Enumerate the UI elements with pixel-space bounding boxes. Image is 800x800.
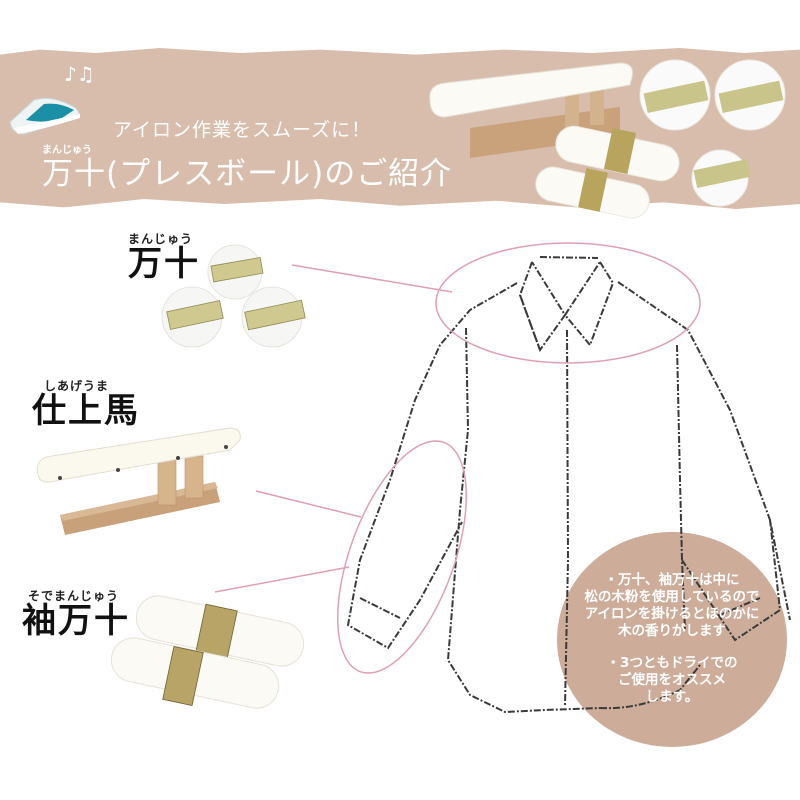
sleeve-highlight-ellipse — [336, 440, 468, 674]
product-label-manju: まんじゅう 万十 — [128, 230, 200, 281]
product-name: 仕上馬 — [32, 391, 140, 431]
product-name: 万十 — [128, 244, 200, 284]
shiageuma-photo — [36, 427, 241, 535]
info-line: 木の香りがします — [618, 623, 726, 639]
banner-title-ruby: まんじゅう — [42, 145, 92, 156]
info-line: ご使用をオススメ — [618, 672, 726, 688]
info-line: 松の木粉を使用しているので — [584, 589, 760, 605]
product-name: 袖万十 — [22, 601, 130, 641]
product-ruby: まんじゅう — [128, 232, 194, 246]
info-paragraph-2: ・3つともドライでの ご使用をオススメ します。 — [557, 655, 787, 706]
banner-subtitle: アイロン作業をスムーズに！ — [113, 119, 372, 141]
info-paragraph-1: ・万十、袖万十は中に 松の木粉を使用しているので アイロンを掛けるとほのかに 木… — [557, 572, 787, 640]
collar-highlight-ellipse — [435, 242, 701, 364]
product-ruby: しあげうま — [44, 379, 110, 393]
connector-line-shiageuma — [255, 490, 362, 518]
product-ruby: そでまんじゅう — [28, 589, 120, 603]
product-label-shiageuma: しあげうま 仕上馬 — [32, 377, 140, 428]
banner-title: 万十(プレスボール)のご紹介 — [42, 156, 453, 192]
product-label-sodemanju: そでまんじゅう 袖万十 — [22, 587, 130, 638]
info-line: ・万十、袖万十は中に — [604, 572, 740, 588]
connector-line-sodemanju — [214, 566, 350, 593]
iron-icon — [9, 97, 81, 135]
info-line: します。 — [645, 689, 699, 705]
info-line: アイロンを掛けるとほのかに — [584, 606, 760, 622]
manju-photo — [161, 244, 306, 348]
banner-product-photos — [429, 59, 786, 219]
music-notes-icon: ♪♫ — [64, 62, 95, 86]
info-text: ・万十、袖万十は中に 松の木粉を使用しているので アイロンを掛けるとほのかに 木… — [557, 572, 787, 721]
sodemanju-photo — [110, 595, 305, 709]
info-line: ・3つともドライでの — [606, 655, 738, 671]
